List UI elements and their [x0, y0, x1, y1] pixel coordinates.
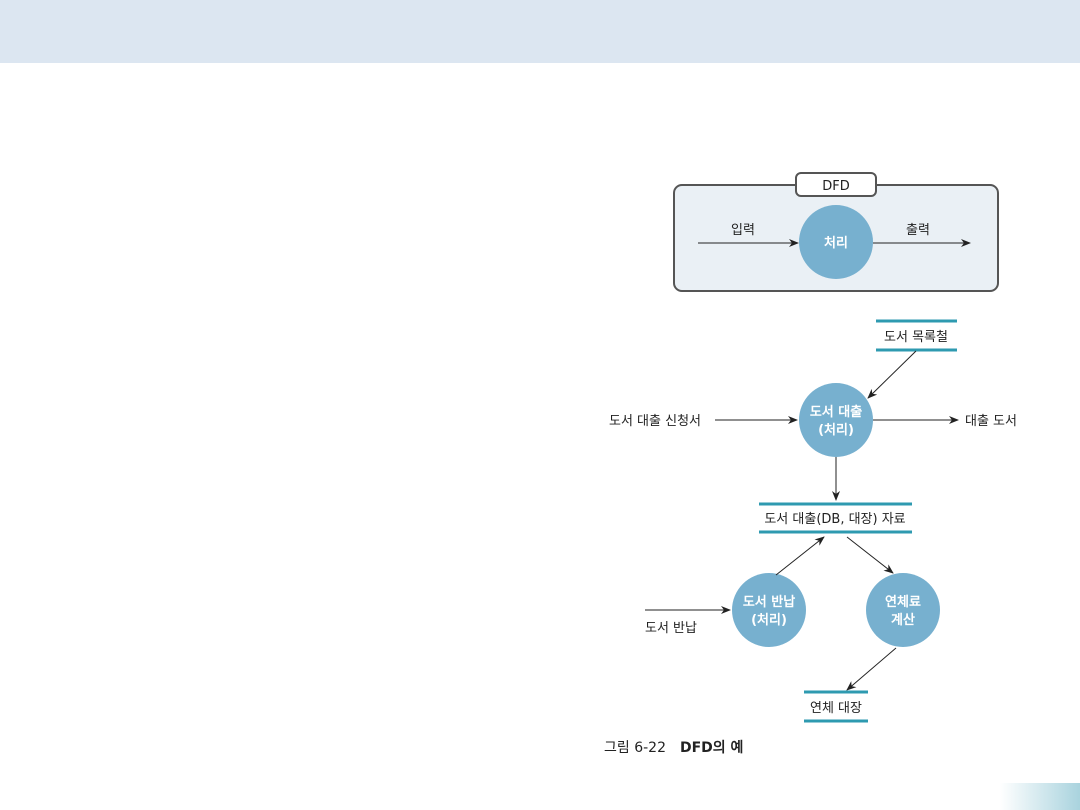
store-catalog-label: 도서 목록철	[884, 330, 948, 345]
store-loan-data-label: 도서 대출(DB, 대장) 자료	[764, 512, 905, 527]
input-label: 입력	[731, 223, 755, 238]
return-process-circle	[732, 573, 806, 647]
return-process-label-2: (처리)	[751, 612, 787, 628]
loan-process-circle	[799, 383, 873, 457]
loaned-books-label: 대출 도서	[965, 414, 1017, 429]
process-circle	[799, 205, 873, 279]
process-label: 처리	[824, 235, 848, 251]
loan-request-label: 도서 대출 신청서	[609, 414, 701, 429]
corner-decoration	[1000, 783, 1080, 810]
loan-process-label-1: 도서 대출	[810, 404, 862, 420]
return-input-label: 도서 반납	[645, 621, 697, 636]
dfd-tab-label: DFD	[822, 179, 850, 194]
dfd-legend-box: DFD 입력 처리 출력	[673, 172, 999, 292]
store-to-fee-arrow	[846, 536, 894, 574]
caption-title: DFD의 예	[680, 739, 743, 756]
store-overdue-label: 연체 대장	[810, 701, 862, 716]
fee-process-circle	[866, 573, 940, 647]
caption-number: 그림 6-22	[604, 740, 666, 756]
fee-process-label-1: 연체료	[885, 595, 921, 610]
dfd-tab	[795, 172, 877, 197]
output-label: 출력	[906, 223, 930, 238]
fee-to-overdue-arrow	[846, 647, 897, 691]
return-to-store-arrow	[775, 536, 825, 576]
return-process-label-1: 도서 반납	[743, 594, 795, 610]
loan-process-label-2: (처리)	[818, 422, 854, 438]
header-band	[0, 0, 1080, 63]
catalog-arrow	[867, 350, 917, 399]
fee-process-label-2: 계산	[891, 612, 915, 628]
